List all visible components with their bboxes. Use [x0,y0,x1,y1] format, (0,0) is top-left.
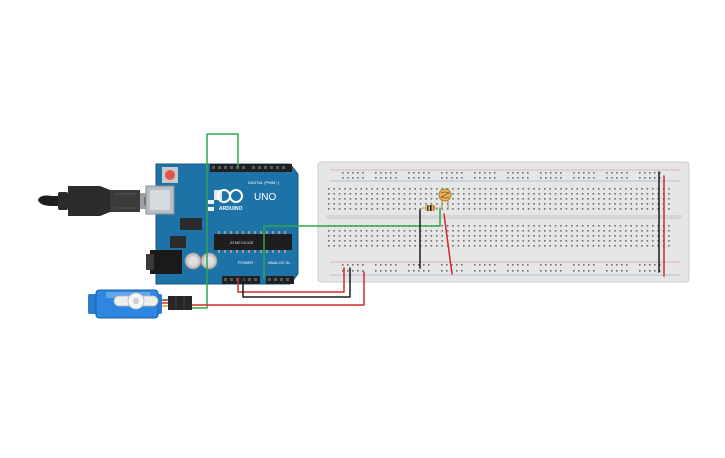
wire-black-gnd [242,267,351,298]
servo-horn[interactable] [113,292,159,310]
wires[interactable] [191,133,665,309]
digital-header [210,164,292,172]
arduino-uno-board[interactable]: DIGITAL (PWM~) ARDUINO UNO ATMEGA328 [145,163,299,285]
wire-red-5v [237,267,345,293]
brand-label: ARDUINO [219,206,242,212]
wire-green-servo-signal [191,133,239,309]
analog-label: ANALOG IN [268,260,290,265]
photoresistor[interactable] [438,188,452,210]
servo-motor[interactable] [88,289,192,319]
wire-red-servo-power [191,271,365,306]
power-jack [150,250,182,274]
usb-cable[interactable] [38,186,156,216]
digital-label: DIGITAL (PWM~) [248,180,280,185]
power-header [222,276,260,284]
chip-label: ATMEGA328 [230,240,254,245]
wire-red-ldr-vcc [443,213,453,275]
power-label: POWER [238,260,253,265]
resistor[interactable] [422,205,438,211]
breadboard[interactable] [317,161,690,283]
model-label: UNO [254,192,276,203]
wire-green-sensor-signal [263,207,441,279]
arduino-logo-icon [217,189,243,203]
atmega-chip [214,234,292,250]
